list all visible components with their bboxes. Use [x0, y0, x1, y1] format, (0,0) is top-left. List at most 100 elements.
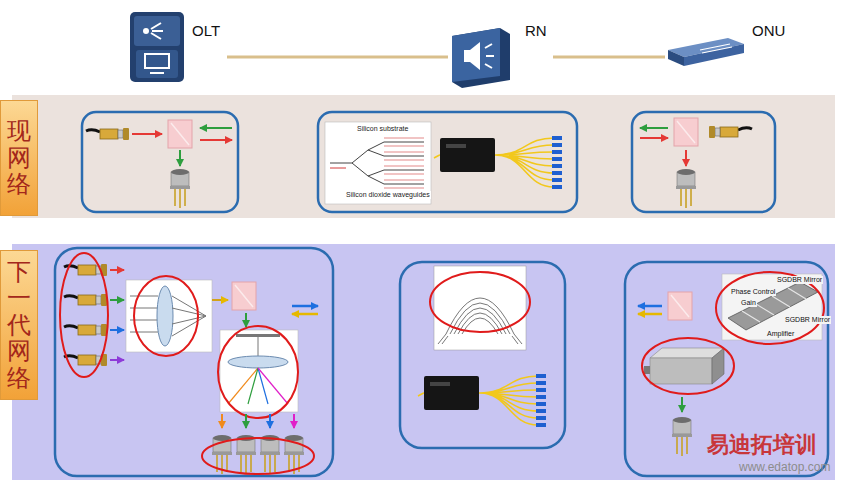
next-olt-box-part [212, 299, 228, 301]
illustration-caption: Silicon dioxide waveguides [345, 191, 431, 199]
current-olt-box-part [170, 169, 190, 208]
device-node: RN [448, 12, 553, 82]
current-rn-box-part [330, 168, 346, 169]
label-slot: Silicon dioxide waveguides [345, 191, 431, 199]
onu-icon [668, 38, 744, 66]
onu-icon-part [668, 50, 684, 66]
vertical-tab-label: 现网络 [7, 118, 31, 197]
next-olt-box-part [292, 313, 318, 316]
next-onu-box-part [638, 313, 662, 316]
next-olt-box-part [134, 276, 198, 356]
olt-icon-part [150, 72, 164, 74]
next-olt-box-part [232, 282, 256, 310]
illustration-caption: Silicon substrate [356, 125, 409, 133]
fiber-link [227, 56, 448, 59]
current-rn-box [318, 112, 577, 212]
device-label: RN [525, 22, 547, 40]
next-olt-box-part [293, 414, 295, 428]
next-olt-box-part [55, 248, 333, 476]
current-network-band-part [12, 95, 835, 218]
next-onu-box-part [722, 274, 822, 340]
network-tab: 现网络 [0, 100, 38, 216]
next-network-band-part [12, 244, 835, 480]
chip-part-label: Amplifier [766, 330, 795, 338]
current-onu-box [632, 112, 775, 212]
current-network-band [12, 95, 835, 218]
current-olt-box [82, 112, 238, 212]
next-olt-box-part [218, 326, 298, 418]
next-rn-box-part [438, 334, 522, 344]
label-slot: 易迪拓培训 [706, 433, 818, 457]
next-onu-box-part [668, 292, 692, 320]
olt-icon-part [145, 54, 169, 68]
current-olt-box-part [168, 120, 192, 148]
next-olt-box-part [110, 359, 124, 361]
label-slot: SGDBR Mirror [776, 276, 823, 284]
next-olt-box-part [269, 414, 271, 428]
next-onu-box-part [681, 397, 683, 412]
next-olt-box-part [292, 305, 318, 308]
next-olt-box-part [245, 313, 247, 327]
next-rn-box-part [430, 272, 530, 332]
current-rn-box-part [325, 122, 431, 204]
next-olt-box-part [236, 435, 256, 474]
next-onu-box-part [644, 366, 650, 374]
current-rn-box-part [318, 112, 577, 212]
current-rn-box-part [384, 138, 424, 188]
watermark-url: www.edatop.com [738, 461, 831, 474]
label-slot: Silicon substrate [356, 125, 409, 133]
next-olt-box-part [60, 253, 108, 377]
onu-icon-part [700, 44, 732, 53]
current-olt-box-part [82, 112, 238, 212]
olt-icon-part [130, 12, 184, 82]
chip-part-label: SGDBR Mirror [784, 316, 831, 324]
next-olt-box-part [172, 296, 206, 336]
current-olt-box-part [86, 128, 129, 140]
chip-part-label: Phase Control [730, 288, 776, 296]
olt-icon-part [143, 28, 149, 34]
next-olt-box-part [64, 294, 107, 306]
next-onu-box-part [625, 262, 828, 476]
current-onu-box-part [640, 137, 668, 139]
current-onu-box-part [685, 150, 687, 166]
next-rn-box [400, 262, 565, 448]
next-olt-box-part [260, 435, 280, 474]
next-olt-box [55, 248, 333, 476]
device-node: OLT [128, 12, 227, 82]
vertical-tab-label: 下一代网络 [7, 259, 31, 391]
current-onu-box-part [674, 118, 698, 146]
olt-icon-part [151, 23, 163, 39]
next-olt-box-part [258, 368, 288, 404]
current-rn-box-part [330, 142, 424, 184]
next-olt-box-part [221, 414, 223, 428]
current-olt-box-part [200, 127, 232, 129]
rn-icon [452, 28, 510, 88]
current-olt-box-part [179, 150, 181, 166]
next-olt-box-part [64, 324, 107, 336]
watermark: 易迪拓培训 [706, 433, 818, 457]
device-label: ONU [752, 22, 785, 40]
next-olt-box-part [248, 368, 258, 404]
next-onu-box [625, 262, 828, 476]
chip-part-label: Gain [740, 299, 757, 307]
next-olt-box-part [228, 356, 288, 368]
device-node: ONU [665, 12, 792, 82]
onu-icon-part [684, 44, 744, 66]
label-slot: Phase Control [730, 288, 776, 296]
next-network-band [12, 244, 835, 480]
rn-icon-part [470, 42, 480, 70]
next-onu-box-part [638, 305, 662, 308]
current-onu-box-part [676, 169, 696, 208]
next-olt-box-part [126, 280, 212, 352]
next-olt-box-part [258, 337, 259, 356]
next-onu-box-part [672, 417, 692, 456]
label-slot: www.edatop.com [738, 461, 831, 474]
chip-part-label: SGDBR Mirror [776, 276, 823, 284]
fiber-link [553, 56, 665, 59]
next-olt-box-part [228, 368, 258, 404]
rn-icon-part [464, 50, 470, 62]
next-olt-box-part [245, 414, 247, 428]
current-olt-box-part [132, 133, 162, 135]
